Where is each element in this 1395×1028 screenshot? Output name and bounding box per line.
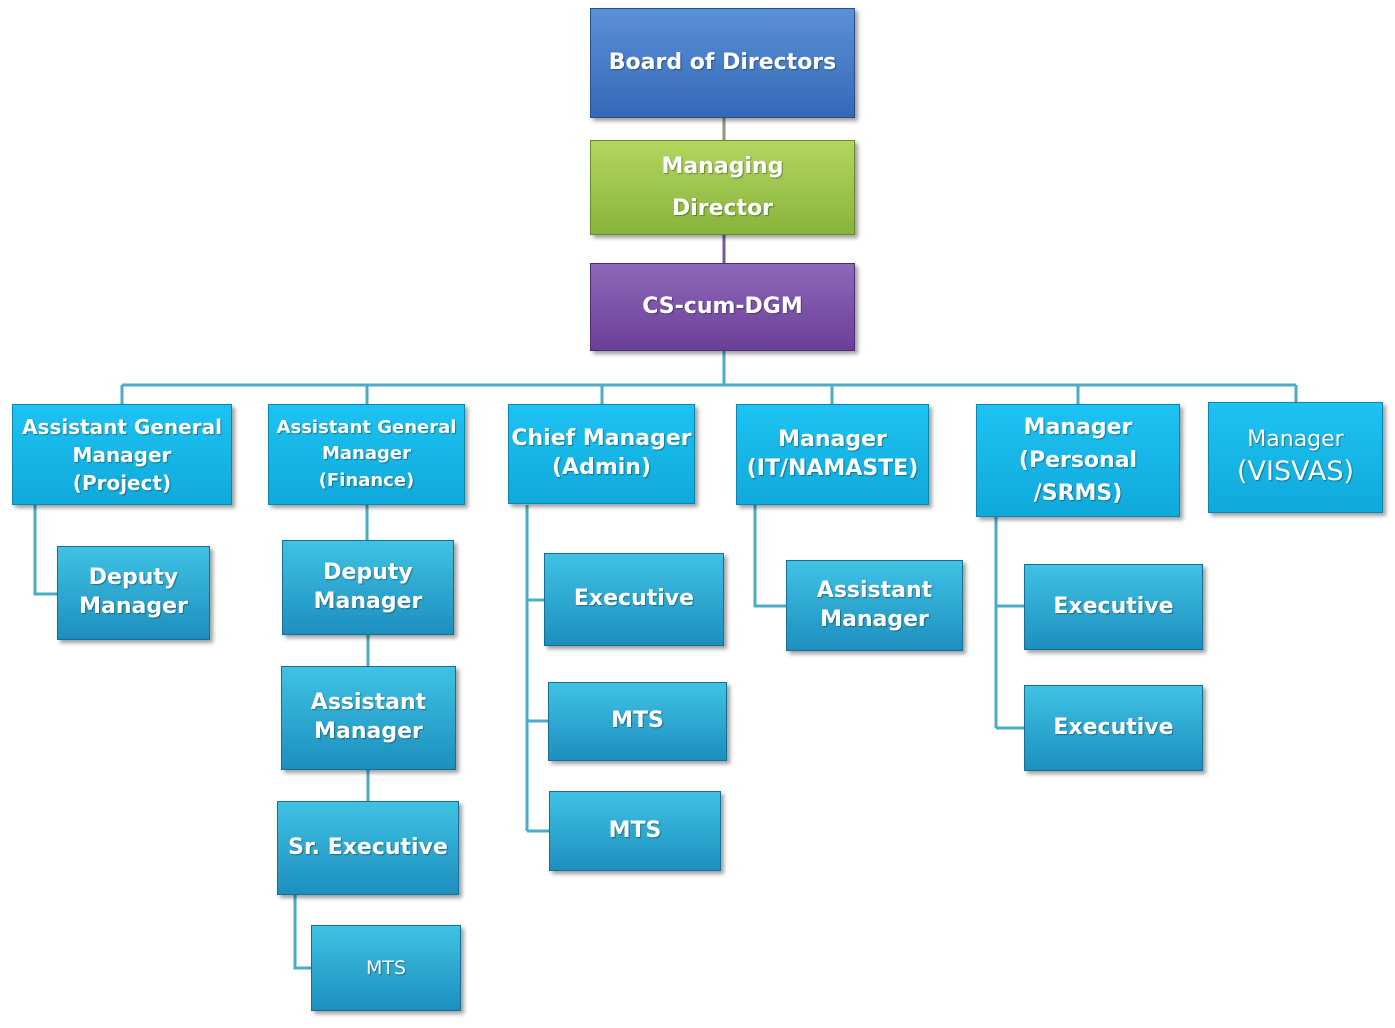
box-agm-project: Assistant General Manager (Project): [12, 404, 232, 505]
asst-it-line-1: Assistant: [816, 577, 933, 603]
sr-exec-label: Sr. Executive: [288, 834, 448, 860]
box-executive-personal-1: Executive: [1024, 564, 1203, 650]
agm-project-line-1: Assistant General: [22, 414, 222, 439]
agm-finance-line-1: Assistant General: [276, 417, 457, 439]
box-executive-personal-2: Executive: [1024, 685, 1203, 771]
connector-sr-exec-mts: [293, 895, 311, 970]
mts-admin-1-label: MTS: [611, 708, 664, 734]
box-executive-admin: Executive: [544, 553, 724, 646]
box-managing-director: Managing Director: [590, 140, 855, 235]
box-chief-manager-admin: Chief Manager (Admin): [508, 404, 695, 504]
connector-admin-branch: [525, 505, 549, 833]
deputy-finance-line-2: Manager: [313, 588, 423, 614]
box-deputy-manager-finance: Deputy Manager: [282, 540, 454, 635]
chief-manager-line-1: Chief Manager: [511, 426, 692, 452]
agm-project-line-3: (Project): [72, 470, 172, 495]
exec-admin-label: Executive: [573, 586, 695, 612]
box-manager-visvas: Manager (VISVAS): [1208, 402, 1383, 513]
mgr-it-line-2: (IT/NAMASTE): [746, 455, 919, 481]
agm-project-line-2: Manager: [72, 442, 172, 467]
connector-agm-project-deputy: [33, 505, 57, 596]
box-deputy-manager-project: Deputy Manager: [57, 546, 210, 640]
deputy-finance-line-1: Deputy: [323, 559, 413, 585]
md-label-line-2: Director: [671, 195, 774, 221]
box-board-of-directors: Board of Directors: [590, 8, 855, 118]
mgr-visvas-line-2: (VISVAS): [1237, 456, 1354, 488]
asst-it-line-2: Manager: [820, 606, 929, 632]
exec-personal-2-label: Executive: [1053, 714, 1174, 740]
box-mts-admin-2: MTS: [549, 791, 721, 871]
mgr-personal-line-1: Manager: [1023, 415, 1133, 440]
mts-admin-2-label: MTS: [608, 817, 662, 843]
asst-finance-line-2: Manager: [314, 719, 423, 744]
md-label-line-1: Managing: [661, 153, 784, 179]
deputy-project-line-1: Deputy: [88, 565, 179, 591]
box-cs-cum-dgm: CS-cum-DGM: [590, 263, 855, 351]
deputy-project-line-2: Manager: [79, 594, 188, 619]
chief-manager-line-2: (Admin): [551, 455, 651, 480]
box-manager-it-namaste: Manager (IT/NAMASTE): [736, 404, 929, 505]
connector-it-branch: [753, 505, 786, 608]
box-manager-personal-srms: Manager (Personal /SRMS): [976, 404, 1180, 517]
box-mts-admin-1: MTS: [548, 682, 727, 761]
mts-finance-label: MTS: [365, 956, 407, 979]
exec-personal-1-label: Executive: [1053, 593, 1174, 619]
mgr-visvas-line-1: Manager: [1247, 426, 1344, 452]
agm-finance-line-3: (Finance): [318, 469, 415, 491]
connector-personal-branch: [994, 517, 1024, 730]
agm-finance-line-2: Manager: [322, 443, 411, 465]
box-mts-finance: MTS: [311, 925, 461, 1011]
asst-finance-line-1: Assistant: [310, 690, 427, 716]
board-label: Board of Directors: [608, 49, 837, 75]
mgr-personal-line-2: (Personal /SRMS): [1018, 448, 1138, 506]
cs-label: CS-cum-DGM: [642, 293, 803, 319]
box-sr-executive: Sr. Executive: [277, 801, 459, 895]
mgr-it-line-1: Manager: [778, 426, 887, 452]
box-assistant-manager-finance: Assistant Manager: [281, 666, 456, 770]
box-assistant-manager-it: Assistant Manager: [786, 560, 963, 651]
connector-finance-chain: [365, 505, 370, 801]
box-agm-finance: Assistant General Manager (Finance): [268, 404, 465, 505]
